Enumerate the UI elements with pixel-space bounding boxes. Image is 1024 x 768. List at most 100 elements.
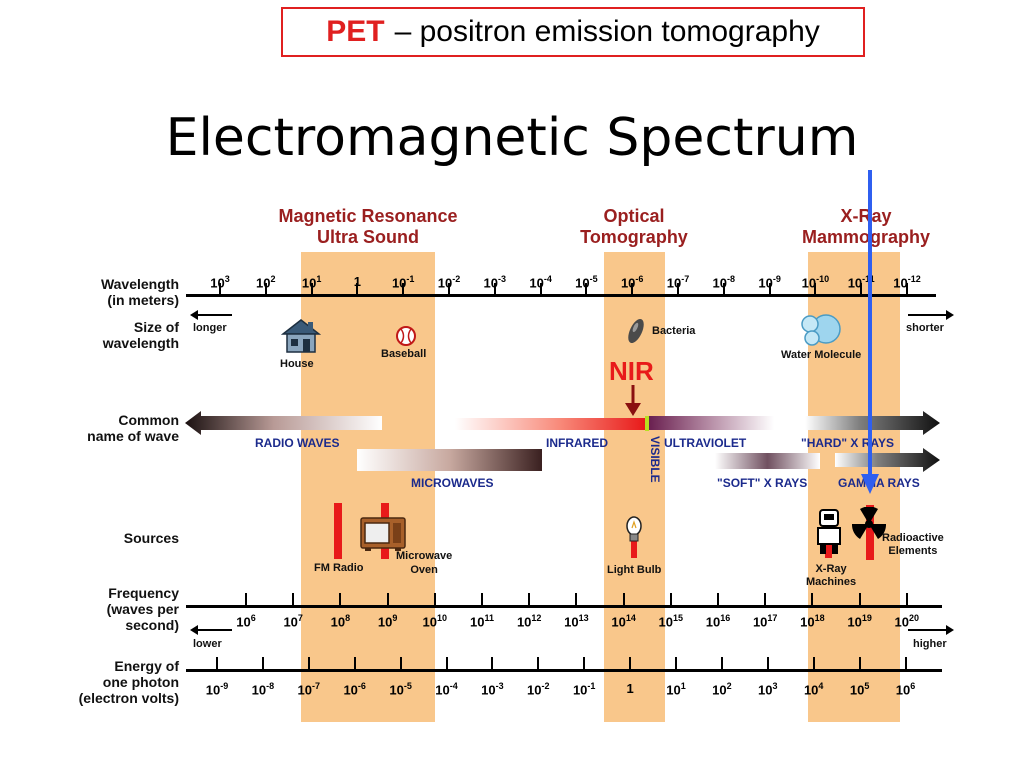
wavelength-tick-label: 1 <box>353 274 362 289</box>
lower-label: lower <box>193 638 222 650</box>
energy-tick <box>675 657 677 670</box>
wavelength-axis-line <box>186 294 936 297</box>
wavelength-tick <box>356 283 359 296</box>
infrared-label: INFRARED <box>546 436 608 450</box>
nir-arrow-icon <box>625 385 641 416</box>
bacteria-icon <box>628 318 644 344</box>
wavelength-tick-label: 103 <box>210 274 230 291</box>
fm-radio-bar <box>334 503 342 559</box>
frequency-tick-label: 1016 <box>705 613 731 630</box>
baseball-icon <box>396 326 416 346</box>
microwaves-label: MICROWAVES <box>411 476 494 490</box>
wavelength-tick <box>631 283 634 296</box>
light-bulb-icon <box>626 516 642 542</box>
frequency-tick <box>575 593 578 606</box>
frequency-tick-label: 108 <box>330 613 351 630</box>
wavelength-tick <box>448 283 450 296</box>
frequency-tick-label: 1011 <box>470 613 494 630</box>
wavelength-tick-label: 10-4 <box>529 274 552 291</box>
frequency-tick <box>528 593 531 606</box>
bacteria-label: Bacteria <box>652 325 696 337</box>
energy-tick <box>399 657 402 670</box>
wavelength-tick <box>264 283 267 296</box>
shorter-label: shorter <box>906 322 944 334</box>
frequency-tick <box>481 593 483 606</box>
longer-arrow-icon <box>190 310 232 320</box>
energy-tick-label: 106 <box>895 681 916 698</box>
baseball-label: Baseball <box>381 348 427 360</box>
higher-label: higher <box>913 638 947 650</box>
energy-tick <box>216 657 218 670</box>
frequency-tick <box>764 593 767 606</box>
pet-acronym: PET <box>326 15 385 48</box>
wavelength-tick-label: 10-10 <box>801 274 830 291</box>
wavelength-tick-label: 102 <box>256 274 276 291</box>
energy-tick <box>766 657 769 670</box>
energy-tick-label: 101 <box>666 681 686 698</box>
energy-tick-label: 10-9 <box>205 681 229 698</box>
wavelength-tick-label: 101 <box>301 274 322 291</box>
pet-note: PET – positron emission tomography <box>281 7 865 57</box>
frequency-tick <box>433 593 436 606</box>
frequency-tick-label: 1017 <box>752 613 778 630</box>
energy-tick <box>445 657 448 670</box>
frequency-tick <box>717 593 719 606</box>
wavelength-tick <box>860 283 863 296</box>
gamma-rays-label: GAMMA RAYS <box>838 476 920 490</box>
energy-tick <box>858 657 861 670</box>
soft-xrays-label: "SOFT" X RAYS <box>717 476 808 490</box>
energy-tick <box>720 657 723 670</box>
frequency-tick-label: 1014 <box>611 613 636 630</box>
energy-tick <box>491 657 494 670</box>
wavelength-tick <box>219 283 221 296</box>
energy-tick-label: 10-2 <box>527 681 550 698</box>
frequency-tick <box>858 593 861 606</box>
xray-machine-icon <box>817 509 841 554</box>
frequency-tick <box>339 593 342 606</box>
visible-label: VISIBLE <box>648 436 662 483</box>
wave-bars <box>185 411 940 472</box>
light-bulb-bar <box>631 540 637 558</box>
frequency-tick-label: 1015 <box>658 613 684 630</box>
frequency-tick <box>811 593 814 606</box>
energy-tick-label: 10-3 <box>481 681 504 698</box>
frequency-tick <box>905 593 908 606</box>
hard-xrays-label: "HARD" X RAYS <box>801 436 894 450</box>
fm-radio-label: FM Radio <box>314 562 364 574</box>
energy-tick <box>629 657 632 670</box>
wavelength-tick-label: 10-5 <box>575 274 598 291</box>
frequency-tick-label: 106 <box>236 613 256 630</box>
energy-tick-label: 10-7 <box>297 681 321 698</box>
energy-tick-label: 10-4 <box>435 681 458 698</box>
house-label: House <box>280 358 314 370</box>
frequency-tick-label: 107 <box>283 613 303 630</box>
energy-tick <box>537 657 540 670</box>
wavelength-tick-label: 10-1 <box>391 274 415 291</box>
ultraviolet-label: ULTRAVIOLET <box>664 436 747 450</box>
pet-pointer-arrow-icon <box>861 170 879 494</box>
wavelength-tick <box>539 283 542 296</box>
energy-tick-label: 104 <box>803 681 824 698</box>
energy-tick-label: 102 <box>712 681 732 698</box>
wavelength-tick <box>722 283 725 296</box>
microwave-oven-icon <box>360 517 406 551</box>
energy-tick-label: 10-5 <box>389 681 412 698</box>
energy-tick-label: 103 <box>758 681 778 698</box>
page-title: Electromagnetic Spectrum <box>165 108 859 168</box>
energy-tick-label: 105 <box>849 681 870 698</box>
energy-tick <box>261 657 264 670</box>
wavelength-tick-label: 10-8 <box>712 274 736 291</box>
wavelength-tick <box>493 283 496 296</box>
radio-waves-label: RADIO WAVES <box>255 436 340 450</box>
energy-tick-label: 1 <box>626 681 634 696</box>
energy-tick <box>307 657 310 670</box>
nir-label: NIR <box>609 356 654 386</box>
wavelength-tick <box>677 283 679 296</box>
frequency-tick-label: 1013 <box>564 613 589 630</box>
wavelength-tick-label: 10-7 <box>666 274 690 291</box>
